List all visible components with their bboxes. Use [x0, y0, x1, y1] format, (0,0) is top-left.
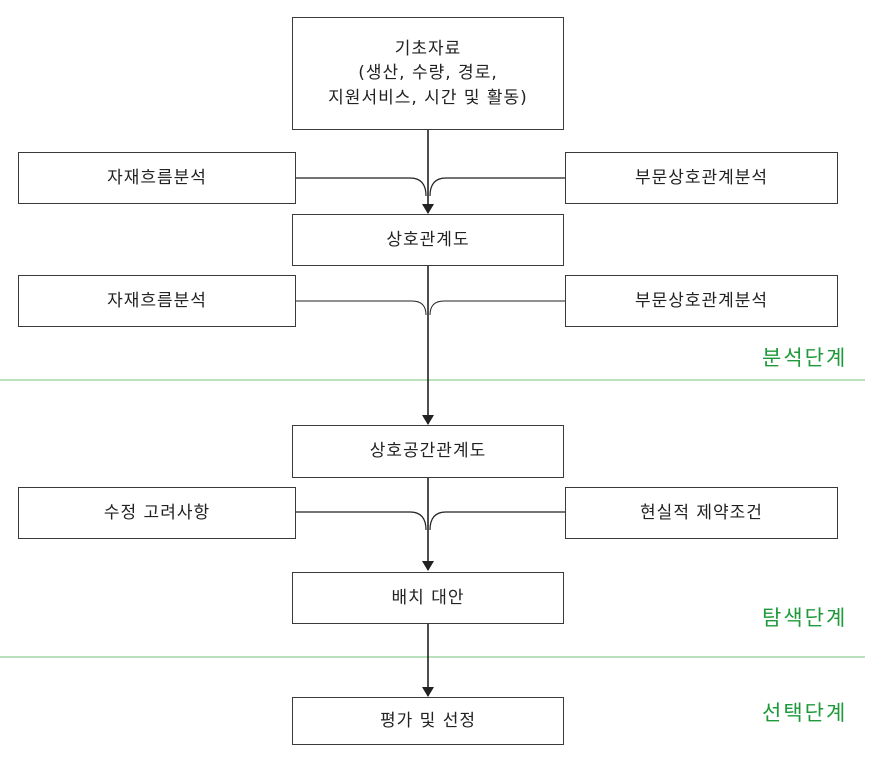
basic-data-line-1: 기초자료	[394, 38, 462, 59]
stage-label-selection: 선택단계	[762, 701, 848, 725]
material-flow-analysis-label-1: 자재흐름분석	[107, 167, 207, 188]
basic-data-line-2: (생산, 수량, 경로,	[358, 63, 498, 84]
space-relationship-diagram-box: 상호공간관계도	[292, 425, 564, 478]
merge-line-row3-left	[296, 511, 427, 531]
merge-line-row1-right	[429, 177, 565, 197]
dept-relationship-analysis-label-1: 부문상호관계분석	[634, 167, 769, 188]
space-relationship-diagram-label: 상호공간관계도	[369, 441, 487, 462]
modification-considerations-box: 수정 고려사항	[18, 487, 296, 539]
modification-considerations-label: 수정 고려사항	[103, 502, 211, 523]
basic-data-box: 기초자료 (생산, 수량, 경로, 지원서비스, 시간 및 활동)	[292, 17, 564, 130]
material-flow-analysis-label-2: 자재흐름분석	[107, 290, 207, 311]
dept-relationship-analysis-box-2: 부문상호관계분석	[565, 275, 838, 327]
practical-constraints-box: 현실적 제약조건	[565, 487, 838, 539]
evaluation-selection-box: 평가 및 선정	[292, 697, 564, 745]
merge-line-row2-left	[296, 300, 427, 316]
stage-label-search: 탐색단계	[762, 606, 848, 630]
merge-line-row1-left	[296, 177, 427, 197]
material-flow-analysis-box-2: 자재흐름분석	[18, 275, 296, 327]
practical-constraints-label: 현실적 제약조건	[640, 502, 763, 523]
merge-line-row2-right	[429, 300, 565, 316]
evaluation-selection-label: 평가 및 선정	[379, 710, 476, 731]
layout-alternatives-label: 배치 대안	[391, 587, 465, 608]
material-flow-analysis-box-1: 자재흐름분석	[18, 152, 296, 204]
basic-data-line-3: 지원서비스, 시간 및 활동)	[328, 87, 528, 108]
dept-relationship-analysis-label-2: 부문상호관계분석	[634, 290, 769, 311]
stage-label-analysis: 분석단계	[762, 346, 848, 370]
layout-alternatives-box: 배치 대안	[292, 572, 564, 624]
merge-line-row3-right	[429, 511, 565, 531]
relationship-diagram-box: 상호관계도	[292, 214, 564, 266]
dept-relationship-analysis-box-1: 부문상호관계분석	[565, 152, 838, 204]
relationship-diagram-label: 상호관계도	[386, 229, 470, 250]
